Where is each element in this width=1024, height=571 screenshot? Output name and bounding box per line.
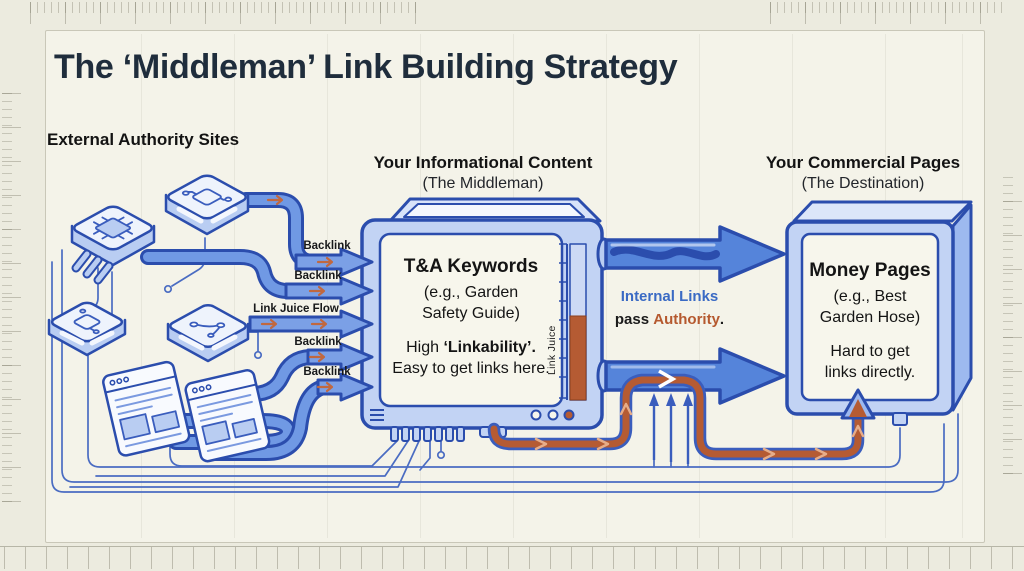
destination-box-3d (785, 200, 973, 426)
chip-icon (164, 174, 250, 236)
machine-bottom-details (370, 409, 575, 442)
flow-label-backlink-4: Backlink (303, 366, 351, 378)
chip-legs (71, 249, 114, 285)
destination-example-line1: (e.g., Best (833, 288, 907, 306)
flow-label-link-juice: Link Juice Flow (253, 303, 339, 315)
internal-links-note-line1: Internal Links (620, 288, 719, 305)
middleman-example-line1: (e.g., Garden (423, 284, 519, 302)
ruler-bottom (0, 546, 1024, 571)
fold-line (606, 34, 607, 538)
mini-flow-arrows (260, 194, 334, 393)
destination-example-line2: Garden Hose) (819, 309, 921, 327)
destination-note-line1: Hard to get (830, 343, 910, 361)
fold-line (699, 34, 700, 538)
fold-line (234, 34, 235, 538)
middleman-header-line1: Your Informational Content (373, 153, 593, 172)
wave-stripe (610, 245, 720, 261)
white-chevron (658, 369, 677, 389)
ruler-top-left (30, 2, 418, 24)
destination-header: Your Commercial Pages (The Destination) (731, 153, 995, 193)
branch-chip-icon (166, 303, 250, 363)
middleman-example-line2: Safety Guide) (422, 305, 520, 323)
ruler-right (1003, 172, 1023, 474)
middleman-header: Your Informational Content (The Middlema… (352, 153, 614, 193)
middleman-box-text: T&A Keywords (e.g., Garden Safety Guide)… (379, 254, 563, 380)
authority-pipe (487, 369, 876, 461)
middleman-header-line2: (The Middleman) (422, 175, 544, 192)
external-sites-header: External Authority Sites (47, 130, 240, 149)
flow-label-backlink-3: Backlink (294, 336, 342, 348)
internal-links-note-line2: pass Authority. (614, 310, 725, 328)
destination-header-line2: (The Destination) (801, 175, 925, 192)
internal-links-note: Internal Links pass Authority. (592, 286, 747, 331)
link-juice-gauge-label: Link Juice (546, 325, 558, 375)
destination-box-title: Money Pages (809, 260, 931, 281)
browser-window-icon (184, 369, 271, 463)
middleman-machine (360, 197, 612, 442)
cpu-chip-icon (70, 205, 156, 285)
authority-sites (47, 174, 271, 463)
flow-arrows (248, 194, 374, 402)
ruler-top-right (770, 2, 1008, 24)
box-connector (892, 412, 908, 426)
destination-header-line1: Your Commercial Pages (765, 153, 961, 172)
browser-window-icon (102, 360, 191, 457)
middleman-note-line1: High ‘Linkability’. (406, 339, 536, 357)
page-title: The ‘Middleman’ Link Building Strategy (54, 48, 678, 86)
middleman-note-line2: Easy to get links here. (392, 360, 550, 378)
chip-icon (47, 301, 127, 357)
flow-label-backlink-2: Backlink (294, 270, 342, 282)
middleman-box-title: T&A Keywords (403, 256, 539, 277)
ruler-left (2, 88, 22, 502)
flow-label-backlink-1: Backlink (303, 240, 351, 252)
destination-note-line2: links directly. (824, 364, 916, 382)
fold-line (141, 34, 142, 538)
upward-link-arrows (649, 393, 693, 464)
link-juice-gauge (559, 243, 587, 401)
destination-box-text: Money Pages (e.g., Best Garden Hose) Har… (800, 258, 940, 384)
